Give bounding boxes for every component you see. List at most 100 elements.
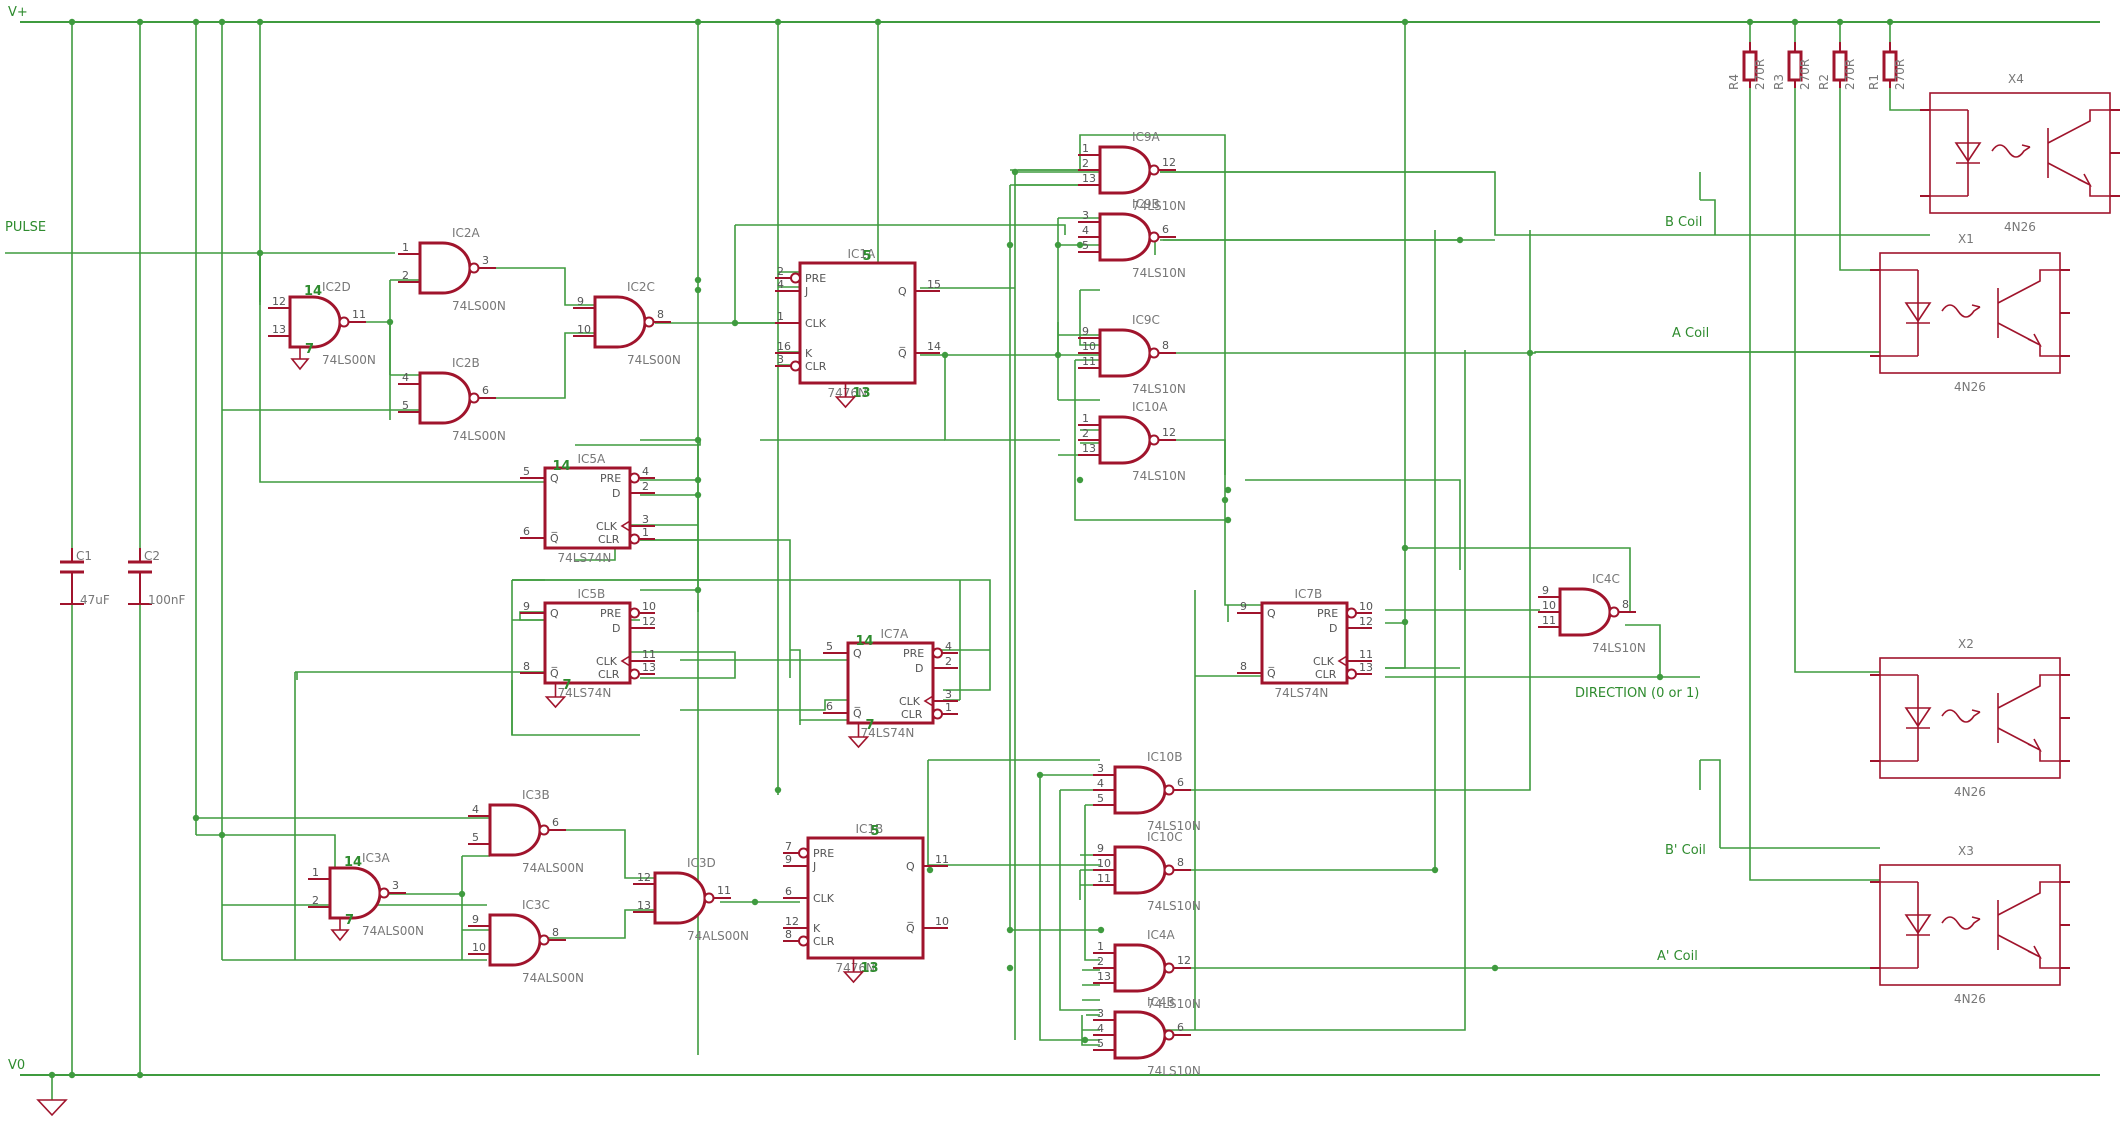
- ground-icon: [330, 918, 350, 942]
- inversion-bubble: [468, 262, 480, 274]
- flipflop-ref: IC5A: [578, 452, 607, 466]
- pin-label-qn: Q̅: [1267, 667, 1276, 680]
- gate-ref: IC9B: [1132, 197, 1160, 211]
- input-pin-number: 11: [1097, 872, 1111, 885]
- opto-body: [1879, 657, 2061, 779]
- gate-body: [488, 913, 542, 967]
- gate-ref: IC3A: [362, 851, 391, 865]
- junction-dot: [1076, 241, 1084, 249]
- output-pin-number: 11: [352, 308, 366, 321]
- ground-icon: [834, 383, 857, 409]
- flipflop-ref: IC1A: [848, 247, 877, 261]
- junction-dot: [1491, 964, 1499, 972]
- input-pin-number: 13: [272, 323, 286, 336]
- ground-icon: [544, 683, 567, 709]
- junction-dot: [68, 1071, 76, 1079]
- gate-ref: IC10C: [1147, 830, 1183, 844]
- pin-number-d: 12: [642, 615, 656, 628]
- junction-dot: [256, 18, 264, 26]
- pin-number-d: 12: [1359, 615, 1373, 628]
- gate-body: [593, 295, 647, 349]
- junction-dot: [218, 831, 226, 839]
- inversion-bubble: [1148, 434, 1160, 446]
- gate-ref: IC10A: [1132, 400, 1168, 414]
- input-pin-number: 9: [472, 913, 479, 926]
- gate-part: 74LS10N: [1592, 641, 1646, 655]
- gate-ref: IC2C: [627, 280, 655, 294]
- cap-value: 47uF: [80, 593, 110, 607]
- pin-label-k: K: [805, 347, 813, 360]
- opto-body: [1929, 92, 2111, 214]
- power-pin-number: 14: [344, 855, 362, 870]
- junction-dot: [68, 18, 76, 26]
- opto-ref: X3: [1958, 844, 1974, 858]
- gate-body: [1113, 845, 1167, 895]
- pin-bubble: [798, 935, 809, 947]
- pin-number-pre: 4: [642, 465, 649, 478]
- junction-dot: [1836, 18, 1844, 26]
- resistor-value: 270R: [1843, 59, 1857, 90]
- input-pin-number: 4: [1097, 1022, 1104, 1035]
- junction-dot: [1036, 771, 1044, 779]
- input-pin-number: 5: [402, 399, 409, 412]
- power-pin-number: 5: [871, 824, 880, 839]
- pin-label-pre: PRE: [903, 647, 924, 660]
- flipflop-part: 74LS74N: [1275, 686, 1329, 700]
- pin-bubble: [1346, 607, 1357, 619]
- cap-ref: C1: [76, 549, 92, 563]
- pin-label-clk: CLK: [899, 695, 921, 708]
- pin-number-q: 11: [935, 853, 949, 866]
- gate-part: 74LS10N: [1132, 266, 1186, 280]
- optocoupler-x2: X2 4N26: [1870, 637, 2070, 799]
- pin-label-pre: PRE: [813, 847, 834, 860]
- light-wave-icon: [1941, 916, 1981, 930]
- opto-part: 4N26: [1954, 380, 1986, 394]
- junction-dot: [1224, 516, 1232, 524]
- gate-ref: IC4B: [1147, 995, 1175, 1009]
- led-icon: [1904, 914, 1932, 936]
- junction-dot: [926, 866, 934, 874]
- junction-dot: [256, 249, 264, 257]
- ground-pin-number: 7: [305, 342, 314, 357]
- pin-number-d: 2: [945, 655, 952, 668]
- light-wave-icon: [1991, 144, 2031, 158]
- pin-number-qn: 6: [523, 525, 530, 538]
- junction-dot: [1431, 866, 1439, 874]
- flipflop-ref: IC7A: [881, 627, 910, 641]
- flipflop-ref: IC1B: [856, 822, 884, 836]
- opto-ref: X2: [1958, 637, 1974, 651]
- junction-dot: [1006, 241, 1014, 249]
- pin-number-clr: 1: [642, 526, 649, 539]
- gate-ref: IC3B: [522, 788, 550, 802]
- input-pin-number: 10: [577, 323, 591, 336]
- pin-label-d: D: [612, 487, 620, 500]
- pin-label-d: D: [612, 622, 620, 635]
- input-pin-number: 2: [1097, 955, 1104, 968]
- pin-label-clk: CLK: [596, 655, 618, 668]
- opto-part: 4N26: [1954, 785, 1986, 799]
- input-pin-number: 2: [1082, 157, 1089, 170]
- gate-ref: IC9C: [1132, 313, 1160, 327]
- gate-ref: IC3D: [687, 856, 716, 870]
- light-wave-icon: [1941, 709, 1981, 723]
- input-pin-number: 10: [472, 941, 486, 954]
- opto-part: 4N26: [1954, 992, 1986, 1006]
- opto-part: 4N26: [2004, 220, 2036, 234]
- gate-part: 74LS10N: [1132, 469, 1186, 483]
- pin-number-pre: 10: [642, 600, 656, 613]
- input-pin-number: 10: [1082, 340, 1096, 353]
- pin-label-q: Q: [1267, 607, 1276, 620]
- junction-dot: [694, 436, 702, 444]
- pin-number-clr: 8: [785, 928, 792, 941]
- junction-dot: [218, 18, 226, 26]
- pin-label-clk: CLK: [805, 317, 827, 330]
- pin-number-clk: 11: [1359, 648, 1373, 661]
- junction-dot: [694, 286, 702, 294]
- input-pin-number: 2: [1082, 427, 1089, 440]
